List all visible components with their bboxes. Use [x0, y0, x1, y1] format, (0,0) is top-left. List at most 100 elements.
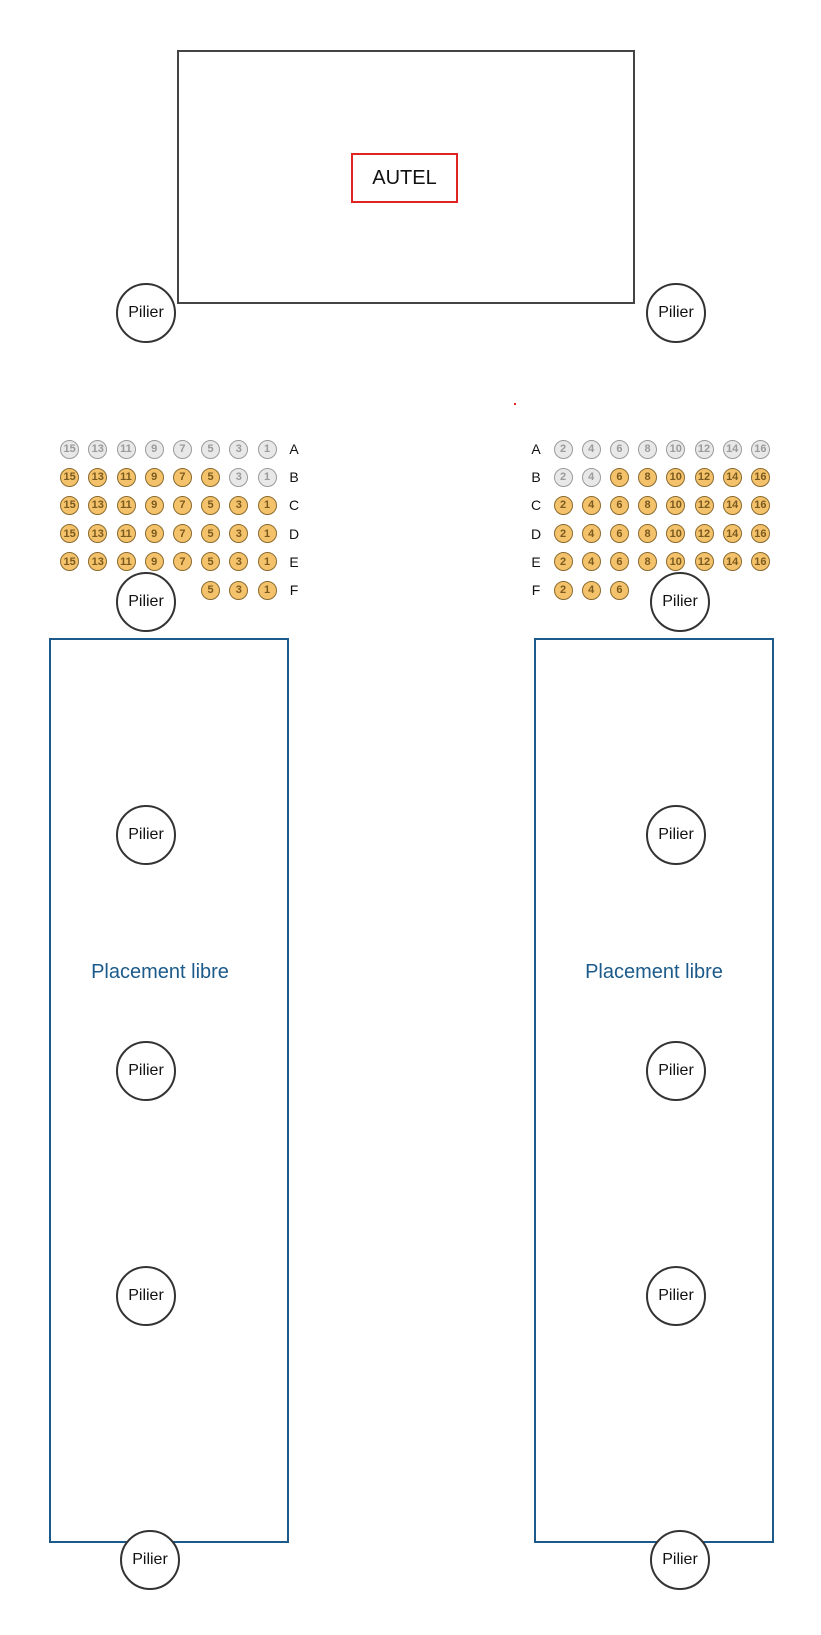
- seat-right-f-4[interactable]: 4: [581, 580, 601, 600]
- seat-left-b-15[interactable]: 15: [60, 467, 80, 487]
- seat-left-d-5[interactable]: 5: [201, 524, 221, 544]
- seat-left-a-11[interactable]: 11: [116, 439, 136, 459]
- seat-left-d-9[interactable]: 9: [144, 524, 164, 544]
- seat-right-e-8[interactable]: 8: [638, 552, 658, 572]
- seat-left-e-1[interactable]: 1: [257, 552, 277, 572]
- seat-right-d-6[interactable]: 6: [609, 524, 629, 544]
- seat-right-d-4[interactable]: 4: [581, 524, 601, 544]
- seat-right-a-16[interactable]: 16: [750, 439, 770, 459]
- seat-left-d-13[interactable]: 13: [88, 524, 108, 544]
- seat-right-c-14[interactable]: 14: [722, 495, 742, 515]
- pillar-nave-left-1: Pilier: [116, 805, 176, 865]
- seat-left-d-3[interactable]: 3: [229, 524, 249, 544]
- seat-right-a-4[interactable]: 4: [581, 439, 601, 459]
- seat-left-b-1[interactable]: 1: [257, 467, 277, 487]
- seat-left-b-5[interactable]: 5: [201, 467, 221, 487]
- seat-right-b-6[interactable]: 6: [609, 467, 629, 487]
- seat-right-e-6[interactable]: 6: [609, 552, 629, 572]
- seat-right-a-10[interactable]: 10: [666, 439, 686, 459]
- seat-left-c-13[interactable]: 13: [88, 495, 108, 515]
- seat-left-a-3[interactable]: 3: [229, 439, 249, 459]
- seat-left-b-3[interactable]: 3: [229, 467, 249, 487]
- seat-right-b-8[interactable]: 8: [638, 467, 658, 487]
- seat-left-e-5[interactable]: 5: [201, 552, 221, 572]
- seat-left-b-9[interactable]: 9: [144, 467, 164, 487]
- pillar-nave-left-3: Pilier: [116, 1266, 176, 1326]
- seat-right-a-8[interactable]: 8: [638, 439, 658, 459]
- seat-left-d-7[interactable]: 7: [172, 524, 192, 544]
- pillar-nave-right-3: Pilier: [646, 1266, 706, 1326]
- seat-left-f-5[interactable]: 5: [201, 580, 221, 600]
- seat-right-d-10[interactable]: 10: [666, 524, 686, 544]
- altar-zone: [177, 50, 635, 304]
- seat-right-b-4[interactable]: 4: [581, 467, 601, 487]
- seat-left-e-13[interactable]: 13: [88, 552, 108, 572]
- seat-right-b-10[interactable]: 10: [666, 467, 686, 487]
- free-placement-label-left: Placement libre: [91, 961, 229, 983]
- seat-left-a-1[interactable]: 1: [257, 439, 277, 459]
- seat-right-a-2[interactable]: 2: [553, 439, 573, 459]
- seat-right-b-14[interactable]: 14: [722, 467, 742, 487]
- seat-left-c-11[interactable]: 11: [116, 495, 136, 515]
- pillar-seats-left: Pilier: [116, 572, 176, 632]
- seat-left-c-1[interactable]: 1: [257, 495, 277, 515]
- pillar-bottom-left: Pilier: [120, 1530, 180, 1590]
- seat-left-f-1[interactable]: 1: [257, 580, 277, 600]
- seat-left-c-15[interactable]: 15: [60, 495, 80, 515]
- seat-right-a-12[interactable]: 12: [694, 439, 714, 459]
- seat-right-e-12[interactable]: 12: [694, 552, 714, 572]
- seat-left-c-9[interactable]: 9: [144, 495, 164, 515]
- seat-right-c-6[interactable]: 6: [609, 495, 629, 515]
- seat-right-e-14[interactable]: 14: [722, 552, 742, 572]
- seat-right-b-12[interactable]: 12: [694, 467, 714, 487]
- seat-right-d-12[interactable]: 12: [694, 524, 714, 544]
- free-placement-zone-right[interactable]: [534, 638, 774, 1543]
- seat-right-e-10[interactable]: 10: [666, 552, 686, 572]
- seat-left-e-11[interactable]: 11: [116, 552, 136, 572]
- seat-right-c-16[interactable]: 16: [750, 495, 770, 515]
- row-label-left-d: D: [288, 525, 300, 542]
- seat-right-d-8[interactable]: 8: [638, 524, 658, 544]
- seat-right-d-2[interactable]: 2: [553, 524, 573, 544]
- seat-right-f-2[interactable]: 2: [553, 580, 573, 600]
- seat-left-e-15[interactable]: 15: [60, 552, 80, 572]
- seat-left-a-13[interactable]: 13: [88, 439, 108, 459]
- seat-right-c-10[interactable]: 10: [666, 495, 686, 515]
- seat-right-c-12[interactable]: 12: [694, 495, 714, 515]
- seat-left-b-7[interactable]: 7: [172, 467, 192, 487]
- seat-left-e-9[interactable]: 9: [144, 552, 164, 572]
- seat-left-a-5[interactable]: 5: [201, 439, 221, 459]
- seat-right-c-2[interactable]: 2: [553, 495, 573, 515]
- seat-right-a-6[interactable]: 6: [609, 439, 629, 459]
- free-placement-label-right: Placement libre: [585, 961, 723, 983]
- seat-left-c-7[interactable]: 7: [172, 495, 192, 515]
- seat-right-d-14[interactable]: 14: [722, 524, 742, 544]
- seat-right-e-2[interactable]: 2: [553, 552, 573, 572]
- seat-right-b-2[interactable]: 2: [553, 467, 573, 487]
- seat-left-c-3[interactable]: 3: [229, 495, 249, 515]
- pillar-bottom-right: Pilier: [650, 1530, 710, 1590]
- seat-left-d-15[interactable]: 15: [60, 524, 80, 544]
- seat-right-b-16[interactable]: 16: [750, 467, 770, 487]
- seat-left-e-7[interactable]: 7: [172, 552, 192, 572]
- seat-right-f-6[interactable]: 6: [609, 580, 629, 600]
- free-placement-zone-left[interactable]: [49, 638, 289, 1543]
- seat-left-b-11[interactable]: 11: [116, 467, 136, 487]
- seat-left-a-7[interactable]: 7: [172, 439, 192, 459]
- seat-left-a-15[interactable]: 15: [60, 439, 80, 459]
- seat-right-a-14[interactable]: 14: [722, 439, 742, 459]
- seat-left-b-13[interactable]: 13: [88, 467, 108, 487]
- seat-left-d-1[interactable]: 1: [257, 524, 277, 544]
- seat-right-e-4[interactable]: 4: [581, 552, 601, 572]
- seat-right-c-8[interactable]: 8: [638, 495, 658, 515]
- seat-left-c-5[interactable]: 5: [201, 495, 221, 515]
- seat-left-d-11[interactable]: 11: [116, 524, 136, 544]
- seat-left-a-9[interactable]: 9: [144, 439, 164, 459]
- seat-right-e-16[interactable]: 16: [750, 552, 770, 572]
- seat-left-e-3[interactable]: 3: [229, 552, 249, 572]
- seat-left-f-3[interactable]: 3: [229, 580, 249, 600]
- pillar-altar-left: Pilier: [116, 283, 176, 343]
- seat-right-c-4[interactable]: 4: [581, 495, 601, 515]
- seat-right-d-16[interactable]: 16: [750, 524, 770, 544]
- marker-dot: [514, 403, 516, 405]
